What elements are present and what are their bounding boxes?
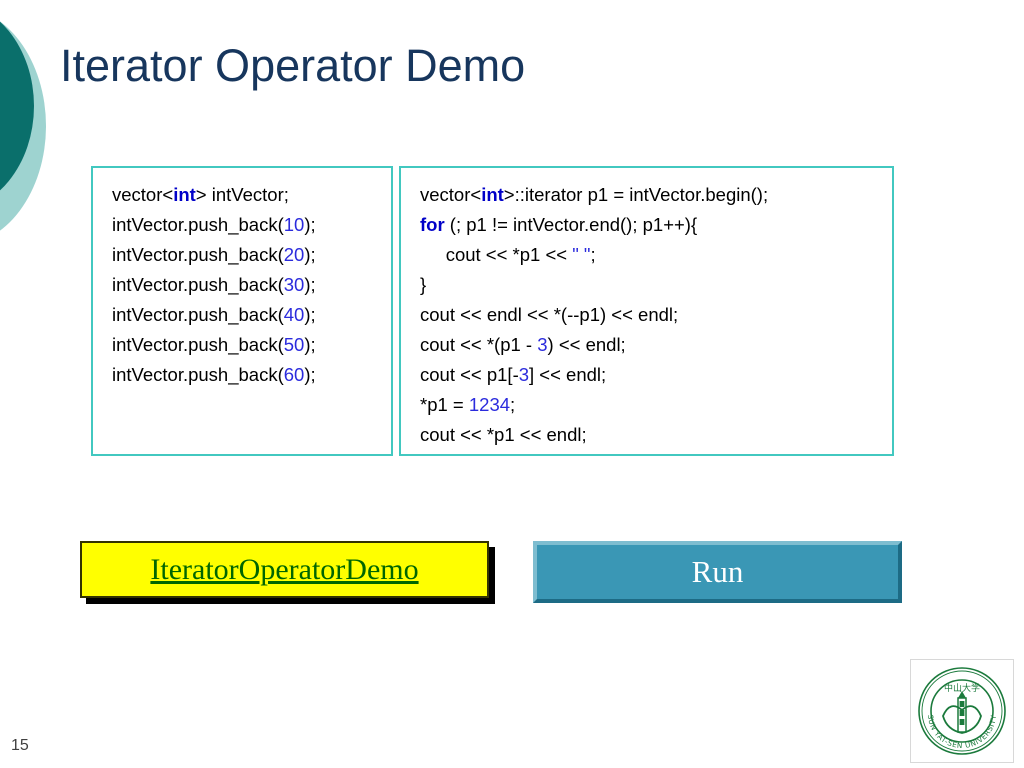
code-token-keyword: for bbox=[420, 214, 445, 235]
code-line: intVector.push_back(10); bbox=[112, 210, 391, 240]
code-token-number: 1234 bbox=[468, 394, 511, 415]
code-token-number: 30 bbox=[283, 274, 305, 295]
decorative-leaf-light bbox=[0, 6, 46, 246]
code-token-plain: ; bbox=[590, 244, 596, 265]
code-token-keyword: int bbox=[173, 184, 196, 205]
code-token-plain: vector< bbox=[112, 184, 174, 205]
code-token-number: 50 bbox=[283, 334, 305, 355]
code-token-number: 10 bbox=[283, 214, 305, 235]
code-line: intVector.push_back(60); bbox=[112, 360, 391, 390]
code-token-keyword: int bbox=[481, 184, 504, 205]
code-token-plain: intVector.push_back( bbox=[112, 304, 284, 325]
code-token-plain: cout << *p1 << bbox=[420, 244, 573, 265]
run-button[interactable]: Run bbox=[533, 541, 902, 603]
run-button-label: Run bbox=[691, 554, 744, 589]
code-token-plain: *p1 = bbox=[420, 394, 469, 415]
code-token-plain: intVector.push_back( bbox=[112, 364, 284, 385]
code-token-plain: intVector.push_back( bbox=[112, 274, 284, 295]
code-token-plain: ) << endl; bbox=[547, 334, 626, 355]
code-token-number: 20 bbox=[283, 244, 305, 265]
demo-link-label: IteratorOperatorDemo bbox=[150, 552, 419, 586]
code-line: cout << p1[-3] << endl; bbox=[420, 360, 892, 390]
code-token-plain: >::iterator p1 = intVector.begin(); bbox=[503, 184, 769, 205]
code-token-plain: ); bbox=[304, 244, 316, 265]
code-token-plain: intVector.push_back( bbox=[112, 214, 284, 235]
code-token-number: 40 bbox=[283, 304, 305, 325]
slide-number: 15 bbox=[11, 737, 29, 754]
iterator-operator-demo-link-button[interactable]: IteratorOperatorDemo bbox=[80, 541, 489, 598]
code-token-string: " " bbox=[572, 244, 591, 265]
code-token-plain: cout << *p1 << endl; bbox=[420, 424, 587, 445]
code-line: cout << *(p1 - 3) << endl; bbox=[420, 330, 892, 360]
code-token-plain: ; bbox=[510, 394, 516, 415]
seal-chinese-text: 中山大学 bbox=[944, 682, 980, 694]
code-line: cout << endl << *(--p1) << endl; bbox=[420, 300, 892, 330]
code-line: intVector.push_back(30); bbox=[112, 270, 391, 300]
code-line: cout << *p1 << endl; bbox=[420, 420, 892, 450]
code-line: intVector.push_back(40); bbox=[112, 300, 391, 330]
sun-yat-sen-university-logo: 中山大学 SUN YAT-SEN UNIVERSITY bbox=[910, 659, 1014, 763]
code-line: intVector.push_back(20); bbox=[112, 240, 391, 270]
code-lines-left: vector<int> intVector;intVector.push_bac… bbox=[93, 180, 391, 390]
code-line: cout << *p1 << " "; bbox=[420, 240, 892, 270]
code-token-plain: ); bbox=[304, 304, 316, 325]
code-token-plain: ); bbox=[304, 364, 316, 385]
code-token-number: 3 bbox=[537, 334, 548, 355]
page-title: Iterator Operator Demo bbox=[60, 40, 526, 91]
code-line: *p1 = 1234; bbox=[420, 390, 892, 420]
code-token-plain: intVector.push_back( bbox=[112, 334, 284, 355]
code-lines-right: vector<int>::iterator p1 = intVector.beg… bbox=[401, 180, 892, 450]
code-line: vector<int> intVector; bbox=[112, 180, 391, 210]
code-token-number: 3 bbox=[518, 364, 530, 385]
code-token-plain: vector< bbox=[420, 184, 482, 205]
code-panel-right: vector<int>::iterator p1 = intVector.beg… bbox=[399, 166, 894, 456]
code-token-plain: cout << *(p1 - bbox=[420, 334, 538, 355]
code-line: for (; p1 != intVector.end(); p1++){ bbox=[420, 210, 892, 240]
code-token-plain: (; p1 != intVector.end(); p1++){ bbox=[444, 214, 698, 235]
code-line: intVector.push_back(50); bbox=[112, 330, 391, 360]
code-token-plain: ); bbox=[304, 334, 316, 355]
code-line: vector<int>::iterator p1 = intVector.beg… bbox=[420, 180, 892, 210]
code-token-plain: ); bbox=[304, 214, 316, 235]
code-panel-left: vector<int> intVector;intVector.push_bac… bbox=[91, 166, 393, 456]
code-token-plain: } bbox=[420, 274, 427, 295]
code-token-plain: ); bbox=[304, 274, 316, 295]
code-token-plain: cout << p1[- bbox=[420, 364, 519, 385]
university-seal-icon: 中山大学 SUN YAT-SEN UNIVERSITY bbox=[918, 667, 1006, 755]
code-token-plain: cout << endl << *(--p1) << endl; bbox=[420, 304, 679, 325]
code-token-plain: intVector.push_back( bbox=[112, 244, 284, 265]
decorative-leaf-dark bbox=[0, 0, 34, 212]
code-token-plain: > intVector; bbox=[195, 184, 289, 205]
code-token-plain: ] << endl; bbox=[529, 364, 607, 385]
code-token-number: 60 bbox=[283, 364, 305, 385]
code-line: } bbox=[420, 270, 892, 300]
